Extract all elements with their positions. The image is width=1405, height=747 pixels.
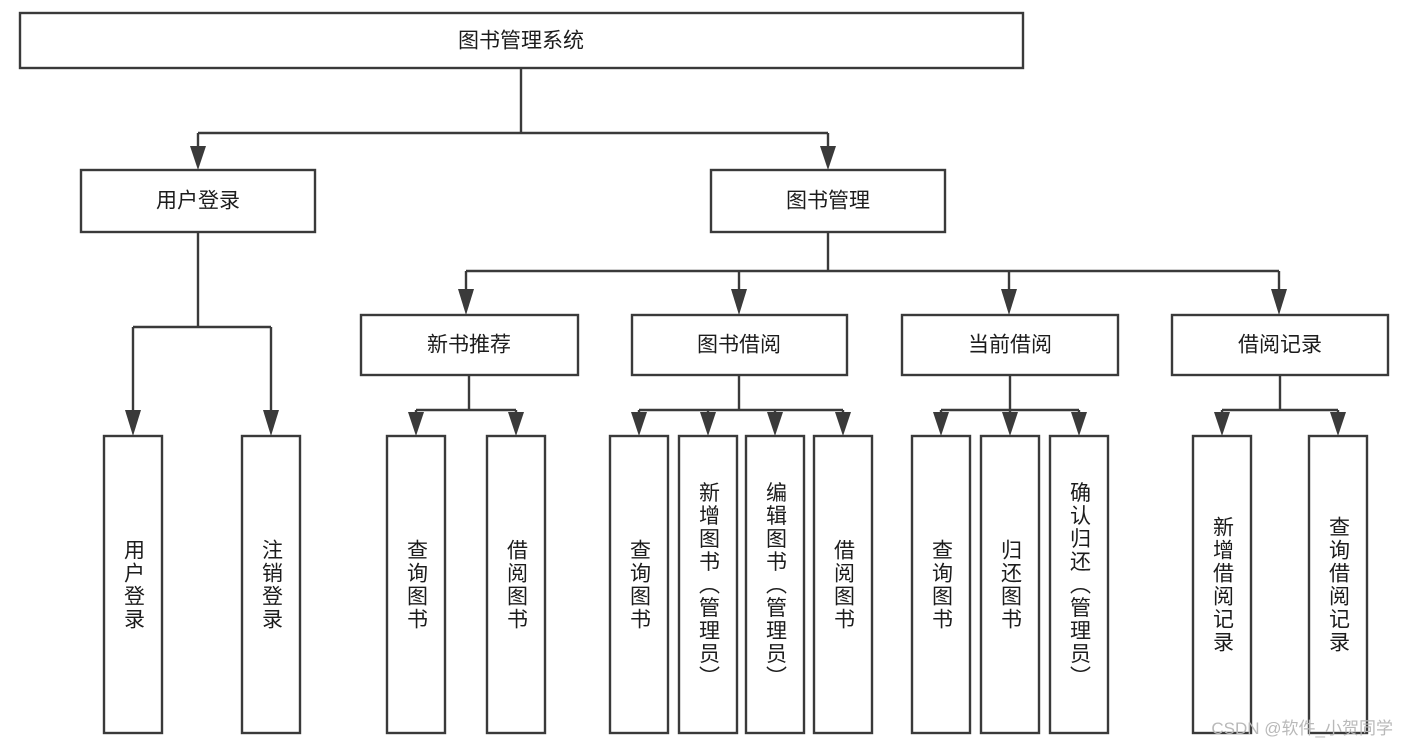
arrow-head-leaf-query-book-3 (933, 412, 949, 436)
leaf-query-record[interactable]: 查询借阅记录 (1307, 434, 1369, 735)
node-root-label: 图书管理系统 (458, 30, 584, 53)
leaf-query-book-1[interactable]: 查询图书 (385, 434, 447, 735)
leaf-add-book[interactable]: 新增图书（管理员） (677, 434, 739, 735)
node-current-borrow-box[interactable] (900, 313, 1120, 377)
connector-group-root (190, 68, 836, 170)
leaf-user-logout-box[interactable] (240, 434, 302, 735)
leaf-query-book-3-box[interactable] (910, 434, 972, 735)
node-root[interactable]: 图书管理系统 (18, 11, 1025, 70)
leaf-add-record[interactable]: 新增借阅记录 (1191, 434, 1253, 735)
leaf-edit-book-box[interactable] (744, 434, 806, 735)
arrow-head-leaf-query-record (1330, 412, 1346, 436)
leaf-user-login-box[interactable] (102, 434, 164, 735)
leaf-query-book-1-label: 查询图书 (405, 539, 429, 631)
arrow-head-book-borrow (731, 289, 747, 315)
node-book-management-box[interactable] (709, 168, 947, 234)
connector-group-borrow-record (1214, 375, 1346, 436)
node-book-borrow-label: 图书借阅 (697, 334, 781, 357)
connector-group-book-management (458, 232, 1287, 315)
node-book-borrow-box[interactable] (630, 313, 849, 377)
leaf-confirm-return-label: 确认归还（管理员） (1068, 482, 1092, 689)
connector-group-user-login (125, 232, 279, 436)
leaf-borrow-book-1-box[interactable] (485, 434, 547, 735)
leaf-query-record-label: 查询借阅记录 (1327, 516, 1351, 654)
leaf-query-book-2-box[interactable] (608, 434, 670, 735)
arrow-head-leaf-confirm-return (1071, 412, 1087, 436)
leaf-borrow-book-2-box[interactable] (812, 434, 874, 735)
leaf-return-book[interactable]: 归还图书 (979, 434, 1041, 735)
node-borrow-record-box[interactable] (1170, 313, 1390, 377)
arrow-head-current-borrow (1001, 289, 1017, 315)
leaf-borrow-book-2-label: 借阅图书 (832, 539, 856, 631)
arrow-head-leaf-add-record (1214, 412, 1230, 436)
connector-group-new-book-recommend (408, 375, 524, 436)
leaf-add-book-box[interactable] (677, 434, 739, 735)
leaf-borrow-book-1-label: 借阅图书 (505, 539, 529, 631)
node-current-borrow-label: 当前借阅 (968, 334, 1052, 357)
node-borrow-record[interactable]: 借阅记录 (1170, 313, 1390, 377)
node-root-box[interactable] (18, 11, 1025, 70)
arrow-head-new-book-recommend (458, 289, 474, 315)
leaf-add-book-label: 新增图书（管理员） (697, 482, 721, 689)
arrow-head-leaf-return-book (1002, 412, 1018, 436)
node-book-management-label: 图书管理 (786, 190, 870, 213)
arrow-head-user-login (190, 146, 206, 170)
leaf-user-login-label: 用户登录 (122, 539, 146, 631)
leaf-borrow-book-2[interactable]: 借阅图书 (812, 434, 874, 735)
arrow-head-leaf-borrow-book-1 (508, 412, 524, 436)
leaf-return-book-label: 归还图书 (999, 539, 1023, 631)
leaf-add-record-box[interactable] (1191, 434, 1253, 735)
node-current-borrow[interactable]: 当前借阅 (900, 313, 1120, 377)
leaf-user-login[interactable]: 用户登录 (102, 434, 164, 735)
node-user-login[interactable]: 用户登录 (79, 168, 317, 234)
leaf-query-book-3-label: 查询图书 (930, 539, 954, 631)
leaf-user-logout[interactable]: 注销登录 (240, 434, 302, 735)
arrow-head-book-management (820, 146, 836, 170)
node-book-borrow[interactable]: 图书借阅 (630, 313, 849, 377)
leaf-edit-book-label: 编辑图书（管理员） (764, 482, 788, 689)
arrow-head-leaf-edit-book (767, 412, 783, 436)
connector-group-book-borrow (631, 375, 851, 436)
node-book-management[interactable]: 图书管理 (709, 168, 947, 234)
leaf-add-record-label: 新增借阅记录 (1211, 516, 1235, 654)
leaf-return-book-box[interactable] (979, 434, 1041, 735)
arrow-head-leaf-user-login (125, 410, 141, 436)
leaf-edit-book[interactable]: 编辑图书（管理员） (744, 434, 806, 735)
arrow-head-leaf-borrow-book-2 (835, 412, 851, 436)
leaf-user-logout-label: 注销登录 (260, 539, 284, 631)
arrow-head-leaf-user-logout (263, 410, 279, 436)
connector-group-current-borrow (933, 375, 1087, 436)
node-new-book-recommend[interactable]: 新书推荐 (359, 313, 580, 377)
node-new-book-recommend-label: 新书推荐 (427, 334, 511, 357)
node-new-book-recommend-box[interactable] (359, 313, 580, 377)
leaf-query-book-2[interactable]: 查询图书 (608, 434, 670, 735)
leaf-query-book-3[interactable]: 查询图书 (910, 434, 972, 735)
leaf-borrow-book-1[interactable]: 借阅图书 (485, 434, 547, 735)
leaf-query-book-2-label: 查询图书 (628, 539, 652, 631)
arrow-head-leaf-query-book-2 (631, 412, 647, 436)
node-user-login-box[interactable] (79, 168, 317, 234)
node-user-login-label: 用户登录 (156, 190, 240, 213)
arrow-head-leaf-add-book (700, 412, 716, 436)
leaf-query-book-1-box[interactable] (385, 434, 447, 735)
node-borrow-record-label: 借阅记录 (1238, 334, 1322, 357)
arrow-head-borrow-record (1271, 289, 1287, 315)
leaf-confirm-return-box[interactable] (1048, 434, 1110, 735)
leaf-query-record-box[interactable] (1307, 434, 1369, 735)
arrow-head-leaf-query-book-1 (408, 412, 424, 436)
leaf-confirm-return[interactable]: 确认归还（管理员） (1048, 434, 1110, 735)
